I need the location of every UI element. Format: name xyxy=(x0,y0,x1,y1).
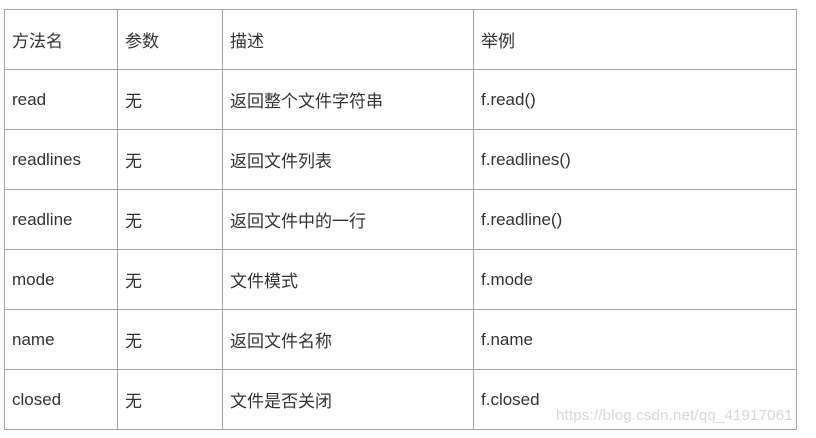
column-header-desc: 描述 xyxy=(222,9,474,70)
table-row: closed 无 文件是否关闭 f.closed xyxy=(4,369,797,430)
table-row: readlines 无 返回文件列表 f.readlines() xyxy=(4,129,797,190)
cell-params: 无 xyxy=(117,369,223,430)
cell-example: f.mode xyxy=(473,249,797,310)
cell-example: f.name xyxy=(473,309,797,370)
cell-example: f.closed xyxy=(473,369,797,430)
cell-method: readlines xyxy=(4,129,118,190)
cell-method: mode xyxy=(4,249,118,310)
table-row: name 无 返回文件名称 f.name xyxy=(4,309,797,370)
cell-method: name xyxy=(4,309,118,370)
cell-params: 无 xyxy=(117,129,223,190)
cell-desc: 文件模式 xyxy=(222,249,474,310)
cell-params: 无 xyxy=(117,189,223,250)
file-methods-table: 方法名 参数 描述 举例 read 无 返回整个文件字符串 f.read() r… xyxy=(4,9,797,430)
cell-example: f.readline() xyxy=(473,189,797,250)
column-header-example: 举例 xyxy=(473,9,797,70)
table-row: mode 无 文件模式 f.mode xyxy=(4,249,797,310)
cell-method: read xyxy=(4,69,118,130)
table-row: read 无 返回整个文件字符串 f.read() xyxy=(4,69,797,130)
header-row: 方法名 参数 描述 举例 xyxy=(4,9,797,70)
cell-example: f.read() xyxy=(473,69,797,130)
cell-params: 无 xyxy=(117,69,223,130)
cell-method: closed xyxy=(4,369,118,430)
cell-desc: 返回文件中的一行 xyxy=(222,189,474,250)
cell-params: 无 xyxy=(117,309,223,370)
cell-desc: 文件是否关闭 xyxy=(222,369,474,430)
cell-desc: 返回文件列表 xyxy=(222,129,474,190)
cell-desc: 返回整个文件字符串 xyxy=(222,69,474,130)
cell-method: readline xyxy=(4,189,118,250)
cell-example: f.readlines() xyxy=(473,129,797,190)
column-header-method: 方法名 xyxy=(4,9,118,70)
column-header-params: 参数 xyxy=(117,9,223,70)
cell-params: 无 xyxy=(117,249,223,310)
table-row: readline 无 返回文件中的一行 f.readline() xyxy=(4,189,797,250)
cell-desc: 返回文件名称 xyxy=(222,309,474,370)
